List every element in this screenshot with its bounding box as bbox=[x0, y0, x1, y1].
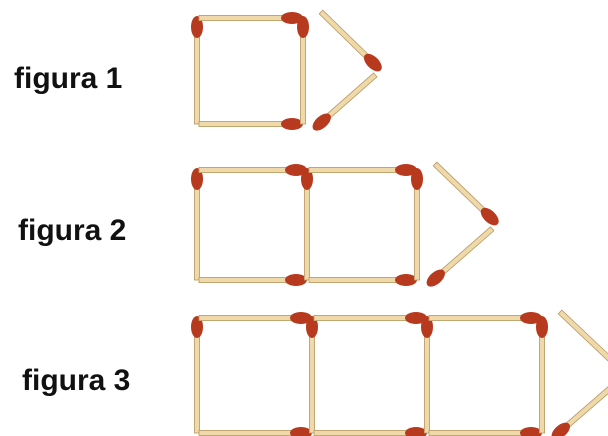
matchstick-arrow-lower-2 bbox=[424, 224, 497, 290]
matchstick-right-3-3 bbox=[536, 316, 548, 433]
matchstick-top-3-1 bbox=[199, 312, 312, 324]
matchstick-right-1-1 bbox=[297, 16, 309, 124]
matchstick-bottom-1-1 bbox=[199, 118, 303, 130]
matchstick-top-3-3 bbox=[429, 312, 542, 324]
matchstick-left-2 bbox=[191, 168, 203, 280]
matchstick-top-2-1 bbox=[199, 164, 307, 176]
figure-2-matchsticks bbox=[191, 160, 502, 290]
matchstick-arrow-upper-3 bbox=[556, 308, 608, 379]
figure-1-matchsticks bbox=[191, 8, 385, 134]
matchstick-right-2-2 bbox=[411, 168, 423, 280]
matchstick-left-1 bbox=[191, 16, 203, 124]
matchstick-bottom-2-1 bbox=[199, 274, 307, 286]
matchstick-right-2-1 bbox=[301, 168, 313, 280]
matchstick-left-3 bbox=[191, 316, 203, 433]
matchstick-top-3-2 bbox=[314, 312, 427, 324]
matchstick-top-1-1 bbox=[199, 12, 303, 24]
matchstick-bottom-3-3 bbox=[429, 427, 542, 436]
matchstick-right-3-2 bbox=[421, 316, 433, 433]
matchstick-top-2-2 bbox=[309, 164, 417, 176]
matchstick-right-3-1 bbox=[306, 316, 318, 433]
matchstick-arrow-lower-3 bbox=[549, 375, 608, 436]
matchstick-bottom-3-2 bbox=[314, 427, 427, 436]
figure-3-matchsticks bbox=[191, 308, 608, 436]
matchstick-bottom-3-1 bbox=[199, 427, 312, 436]
matchstick-arrow-upper-2 bbox=[431, 160, 502, 229]
matchstick-bottom-2-2 bbox=[309, 274, 417, 286]
matchstick-arrow-upper-1 bbox=[317, 8, 385, 75]
matchstick-arrow-lower-1 bbox=[310, 70, 380, 133]
